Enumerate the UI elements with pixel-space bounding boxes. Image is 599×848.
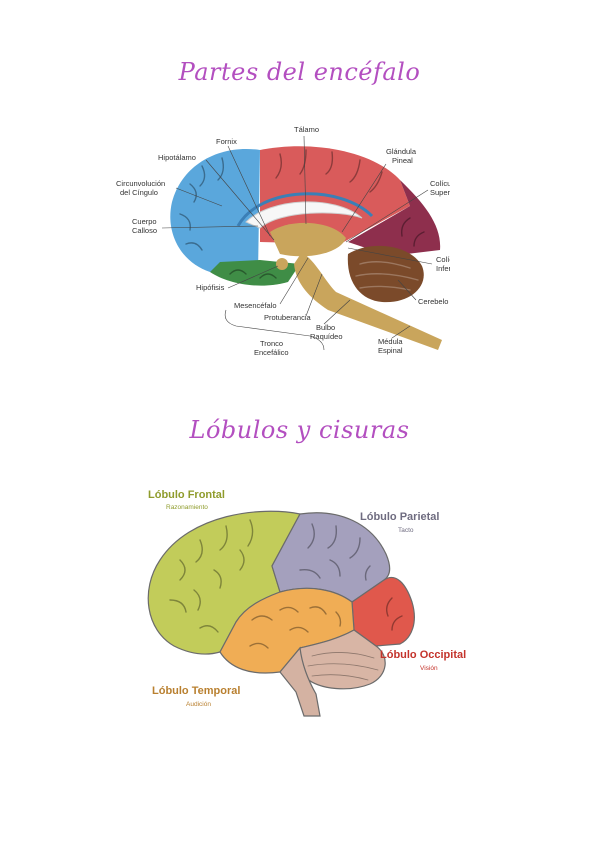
brain-sagittal-diagram: Fornix Tálamo Hipotálamo Glándula Pineal… xyxy=(116,125,450,357)
label-circunvolucion-1: Circunvolución xyxy=(116,179,165,188)
occipital-region xyxy=(348,180,441,256)
label-frontal-function: Razonamiento xyxy=(166,504,208,511)
label-cuerpo-2: Calloso xyxy=(132,226,157,235)
label-temporal-function: Audición xyxy=(186,701,211,708)
section-title-brain-parts: Partes del encéfalo xyxy=(178,58,421,86)
label-bulbo-2: Raquídeo xyxy=(310,332,343,341)
label-protuberancia: Protuberancia xyxy=(264,313,312,322)
label-bulbo-1: Bulbo xyxy=(316,323,335,332)
thalamus xyxy=(270,222,346,257)
brainstem xyxy=(294,252,442,350)
hypophysis xyxy=(276,258,288,270)
label-tronco-1: Tronco xyxy=(260,339,283,348)
label-occipital-function: Visión xyxy=(420,665,438,672)
label-tronco-2: Encefálico xyxy=(254,348,289,357)
brain-stem xyxy=(279,646,321,717)
label-talamo: Tálamo xyxy=(294,125,319,134)
label-medula-1: Médula xyxy=(378,337,403,346)
corpus-callosum xyxy=(245,201,363,229)
label-frontal: Lóbulo Frontal xyxy=(148,489,225,501)
occipital-lobe xyxy=(351,576,415,647)
label-hipofisis: Hipófisis xyxy=(196,283,225,292)
label-mesencefalo: Mesencéfalo xyxy=(234,301,277,310)
label-circunvolucion-2: del Cíngulo xyxy=(120,188,158,197)
frontal-region xyxy=(170,148,260,274)
label-medula-2: Espinal xyxy=(378,346,403,355)
cerebellum xyxy=(347,245,424,303)
label-coliculo-sup-1: Colículo xyxy=(430,179,450,188)
brain-lobes-diagram: Lóbulo Frontal Razonamiento Lóbulo Parie… xyxy=(147,489,466,717)
label-parietal: Lóbulo Parietal xyxy=(360,511,439,523)
label-cuerpo-1: Cuerpo xyxy=(132,217,157,226)
label-occipital: Lóbulo Occipital xyxy=(380,649,466,661)
label-cerebelo: Cerebelo xyxy=(418,297,448,306)
label-parietal-function: Tacto xyxy=(398,527,414,534)
label-glandula-2: Pineal xyxy=(392,156,413,165)
label-coliculo-inf-2: Inferior xyxy=(436,264,450,273)
section-title-lobes: Lóbulos y cisuras xyxy=(189,416,410,444)
label-fornix: Fornix xyxy=(216,137,237,146)
parietal-region xyxy=(260,146,410,244)
label-glandula-1: Glándula xyxy=(386,147,417,156)
label-coliculo-sup-2: Superior xyxy=(430,188,450,197)
label-hipotalamo: Hipotálamo xyxy=(158,153,196,162)
label-leaders xyxy=(161,135,433,351)
label-coliculo-inf-1: Colículo xyxy=(436,255,450,264)
label-temporal: Lóbulo Temporal xyxy=(152,685,240,697)
temporal-lobe xyxy=(219,587,355,674)
